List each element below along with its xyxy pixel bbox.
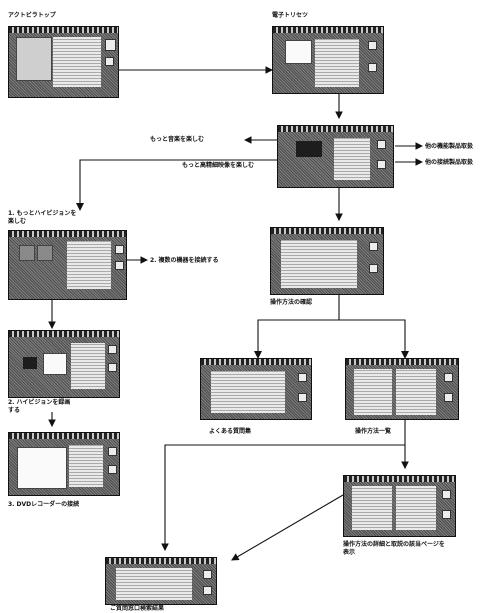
arrow-check-to-list: [339, 320, 405, 352]
screen-hivision[interactable]: [8, 230, 127, 300]
screen-faq[interactable]: [200, 358, 312, 420]
hero-image: [16, 37, 52, 81]
arrow-detail-to-result: [232, 495, 343, 560]
label-dvd: 3. DVDレコーダーの接続: [8, 501, 79, 509]
screen-trial[interactable]: [272, 26, 384, 94]
label-enjoy-hd: もっと高精細映像を楽しむ: [182, 162, 254, 170]
label-other-manual-2: 他の接続製品取扱: [425, 159, 473, 167]
screen-search-result[interactable]: [105, 557, 217, 605]
screen-dvd[interactable]: [8, 432, 120, 496]
book-icon: [285, 40, 312, 64]
label-record-hivision: 2. ハイビジョンを録画する: [8, 399, 76, 415]
label-enjoy-sound: もっと音楽を楽しむ: [150, 136, 204, 144]
label-operation-list: 操作方法一覧: [355, 428, 391, 436]
label-trial: 電子トリセツ: [272, 12, 308, 20]
label-connect-multiple: 2. 複数の機器を接続する: [150, 257, 219, 265]
label-top: アクトビラトップ: [8, 12, 56, 20]
screen-top[interactable]: [8, 26, 119, 98]
label-faq: よくある質問集: [209, 428, 251, 436]
label-hivision: 1. もっとハイビジョンを楽しむ: [8, 210, 80, 226]
screen-operation-list[interactable]: [345, 358, 459, 420]
label-operation-detail: 操作方法の詳細と取説の該当ページを表示: [343, 541, 447, 557]
label-other-manual-1: 他の機能製品取扱: [425, 143, 473, 151]
screen-menu[interactable]: [277, 125, 394, 188]
screen-operation-check[interactable]: [270, 227, 384, 295]
label-operation-check: 操作方法の確認: [270, 299, 312, 307]
label-search-result: ご質問窓口検索結果: [110, 605, 164, 613]
screen-record-hivision[interactable]: [8, 330, 120, 398]
tv-icon: [296, 141, 322, 157]
screen-operation-detail[interactable]: [343, 475, 456, 537]
